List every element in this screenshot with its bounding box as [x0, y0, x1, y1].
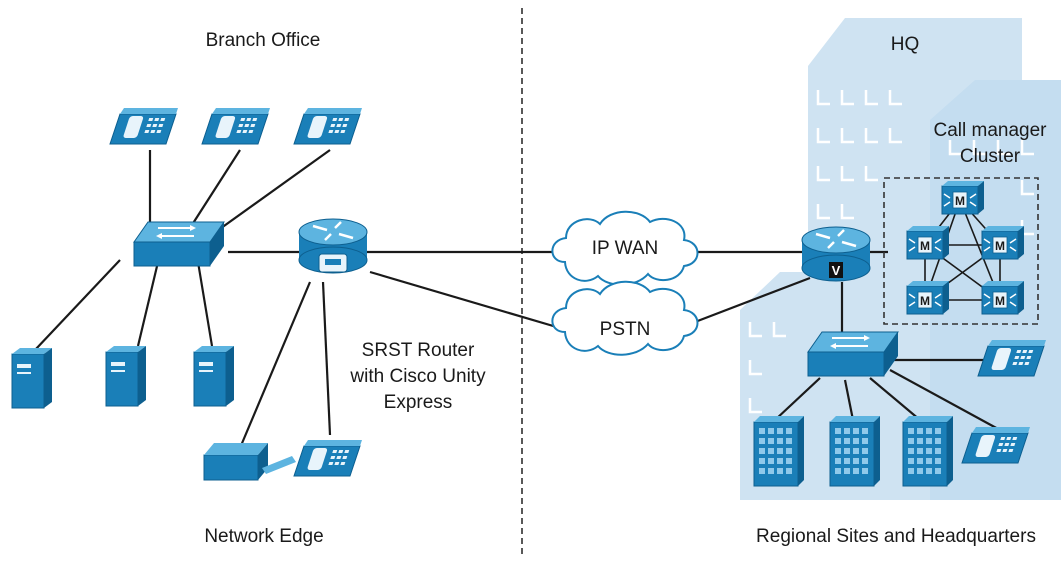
svg-text:M: M: [920, 294, 930, 308]
svg-text:M: M: [955, 194, 965, 208]
svg-text:M: M: [995, 294, 1005, 308]
switch-icon: [133, 221, 225, 267]
server-icon: [11, 347, 53, 409]
network-links: [34, 149, 1001, 449]
svg-text:Express: Express: [384, 392, 453, 413]
svg-text:M: M: [920, 239, 930, 253]
building-icon: [902, 415, 954, 487]
regional-sites-label: Regional Sites and Headquarters: [756, 526, 1036, 547]
svg-text:M: M: [995, 239, 1005, 253]
building-icon: [829, 415, 881, 487]
call-manager-icon: M: [981, 225, 1025, 260]
network-edge-label: Network Edge: [204, 526, 323, 547]
server-icon: [193, 345, 235, 407]
call-manager-icon: M: [981, 280, 1025, 315]
call-manager-icon: M: [906, 280, 950, 315]
building-icon: [753, 415, 805, 487]
branch-office-label: Branch Office: [206, 30, 321, 51]
hq-label: HQ: [891, 34, 920, 55]
svg-text:IP WAN: IP WAN: [592, 238, 659, 259]
switch-icon: [807, 331, 899, 377]
phone-icon: [293, 439, 363, 477]
srst-router-icon: [297, 217, 369, 275]
svg-text:PSTN: PSTN: [600, 319, 651, 340]
pstn-cloud-icon: PSTN: [551, 280, 699, 356]
voice-router-icon: V: [800, 225, 872, 283]
phone-icon: [201, 107, 271, 145]
call-manager-icon: M: [906, 225, 950, 260]
svg-text:Call manager: Call manager: [934, 120, 1048, 141]
call-manager-icon: M: [941, 180, 985, 215]
call-manager-cluster-label: Call manager Cluster: [934, 120, 1048, 167]
svg-text:with Cisco Unity: with Cisco Unity: [349, 366, 486, 387]
phone-icon: [293, 107, 363, 145]
phone-icon: [109, 107, 179, 145]
server-icon: [105, 345, 147, 407]
ip-wan-cloud-icon: IP WAN: [551, 210, 699, 286]
svg-text:Cluster: Cluster: [960, 146, 1021, 167]
svg-text:SRST Router: SRST Router: [362, 340, 475, 361]
svg-text:V: V: [832, 263, 841, 278]
printer-icon: [203, 443, 296, 481]
srst-router-label: SRST Router with Cisco Unity Express: [349, 340, 486, 413]
